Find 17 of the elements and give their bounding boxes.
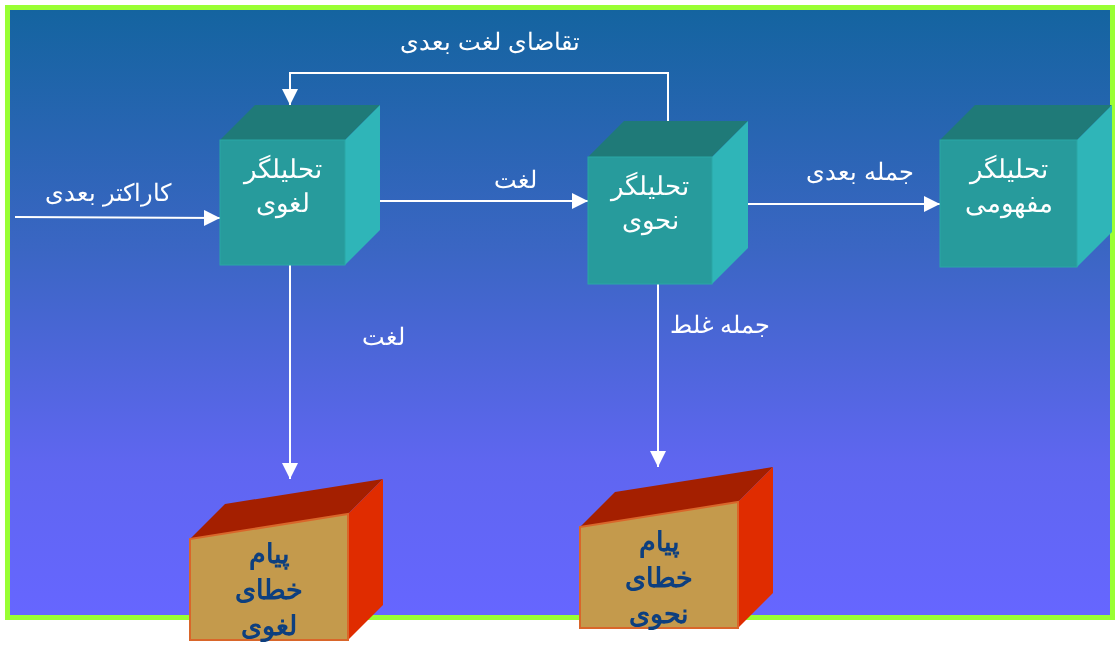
edge-label: جمله بعدی: [806, 158, 914, 186]
arrow: [650, 283, 666, 468]
edge-label: جمله غلط: [669, 311, 771, 339]
arrow: [282, 72, 669, 122]
edge-label: لغت: [493, 166, 537, 194]
edge-label: کاراکتر بعدی: [45, 179, 171, 207]
node-label: تحلیلگر لغوی: [242, 153, 323, 220]
arrow: [747, 196, 941, 212]
node-label: پیام خطای لغوی: [234, 538, 304, 644]
arrow: [14, 209, 221, 226]
edge-label: لغت: [361, 323, 405, 351]
edge-label: تقاضای لغت بعدی: [400, 28, 580, 56]
node-label: پیام خطای نحوی: [624, 526, 694, 632]
node-label: تحلیلگر نحوی: [609, 170, 690, 237]
arrow: [379, 193, 589, 209]
node-label: تحلیلگر مفهومی: [963, 153, 1054, 220]
arrow: [282, 264, 298, 480]
